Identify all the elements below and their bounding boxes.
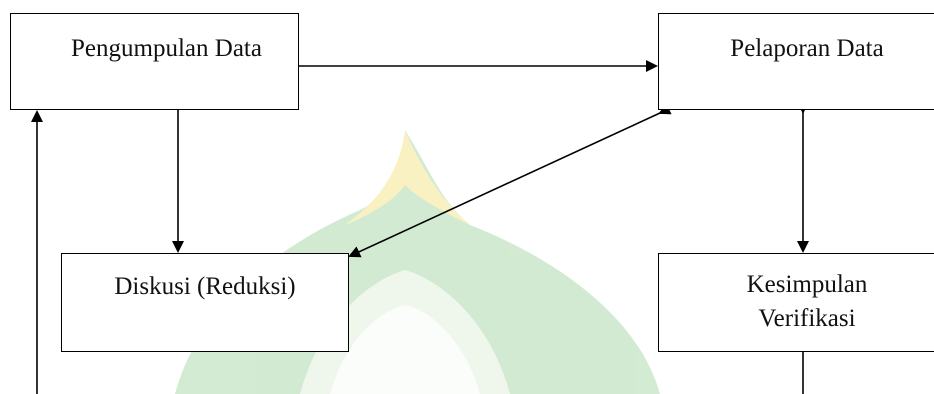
node-diskusi-reduksi: Diskusi (Reduksi) (61, 253, 349, 352)
node-label: Pelaporan Data (730, 35, 884, 62)
node-pengumpulan-data: Pengumpulan Data (10, 13, 299, 110)
edge-pelaporan-diskusi (348, 103, 672, 258)
node-label: Pengumpulan Data (71, 35, 262, 62)
node-pelaporan-data: Pelaporan Data (658, 13, 934, 110)
node-label-line2: Verifikasi (758, 305, 856, 332)
node-kesimpulan-verifikasi: Kesimpulan Verifikasi (658, 253, 934, 352)
node-label-line1: Kesimpulan (746, 271, 868, 298)
node-label: Diskusi (Reduksi) (114, 273, 296, 300)
